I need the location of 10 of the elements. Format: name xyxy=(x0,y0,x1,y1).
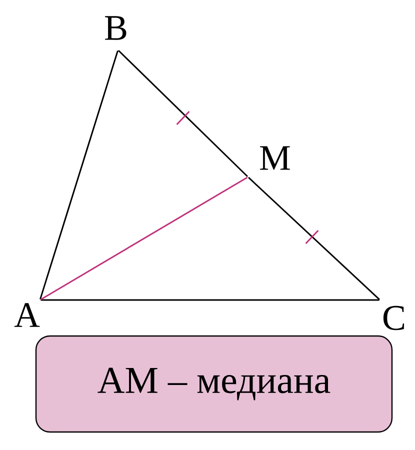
point-label: B xyxy=(105,16,126,40)
triangle-side xyxy=(118,50,248,178)
point-label: A xyxy=(14,303,40,327)
caption-box: AM – медиана xyxy=(35,335,393,433)
triangle-side xyxy=(40,176,248,300)
triangle-side xyxy=(248,176,380,300)
point-label: C xyxy=(383,306,404,330)
triangle-side xyxy=(39,50,118,300)
point-label: M xyxy=(260,146,290,170)
triangle-side xyxy=(40,299,380,301)
